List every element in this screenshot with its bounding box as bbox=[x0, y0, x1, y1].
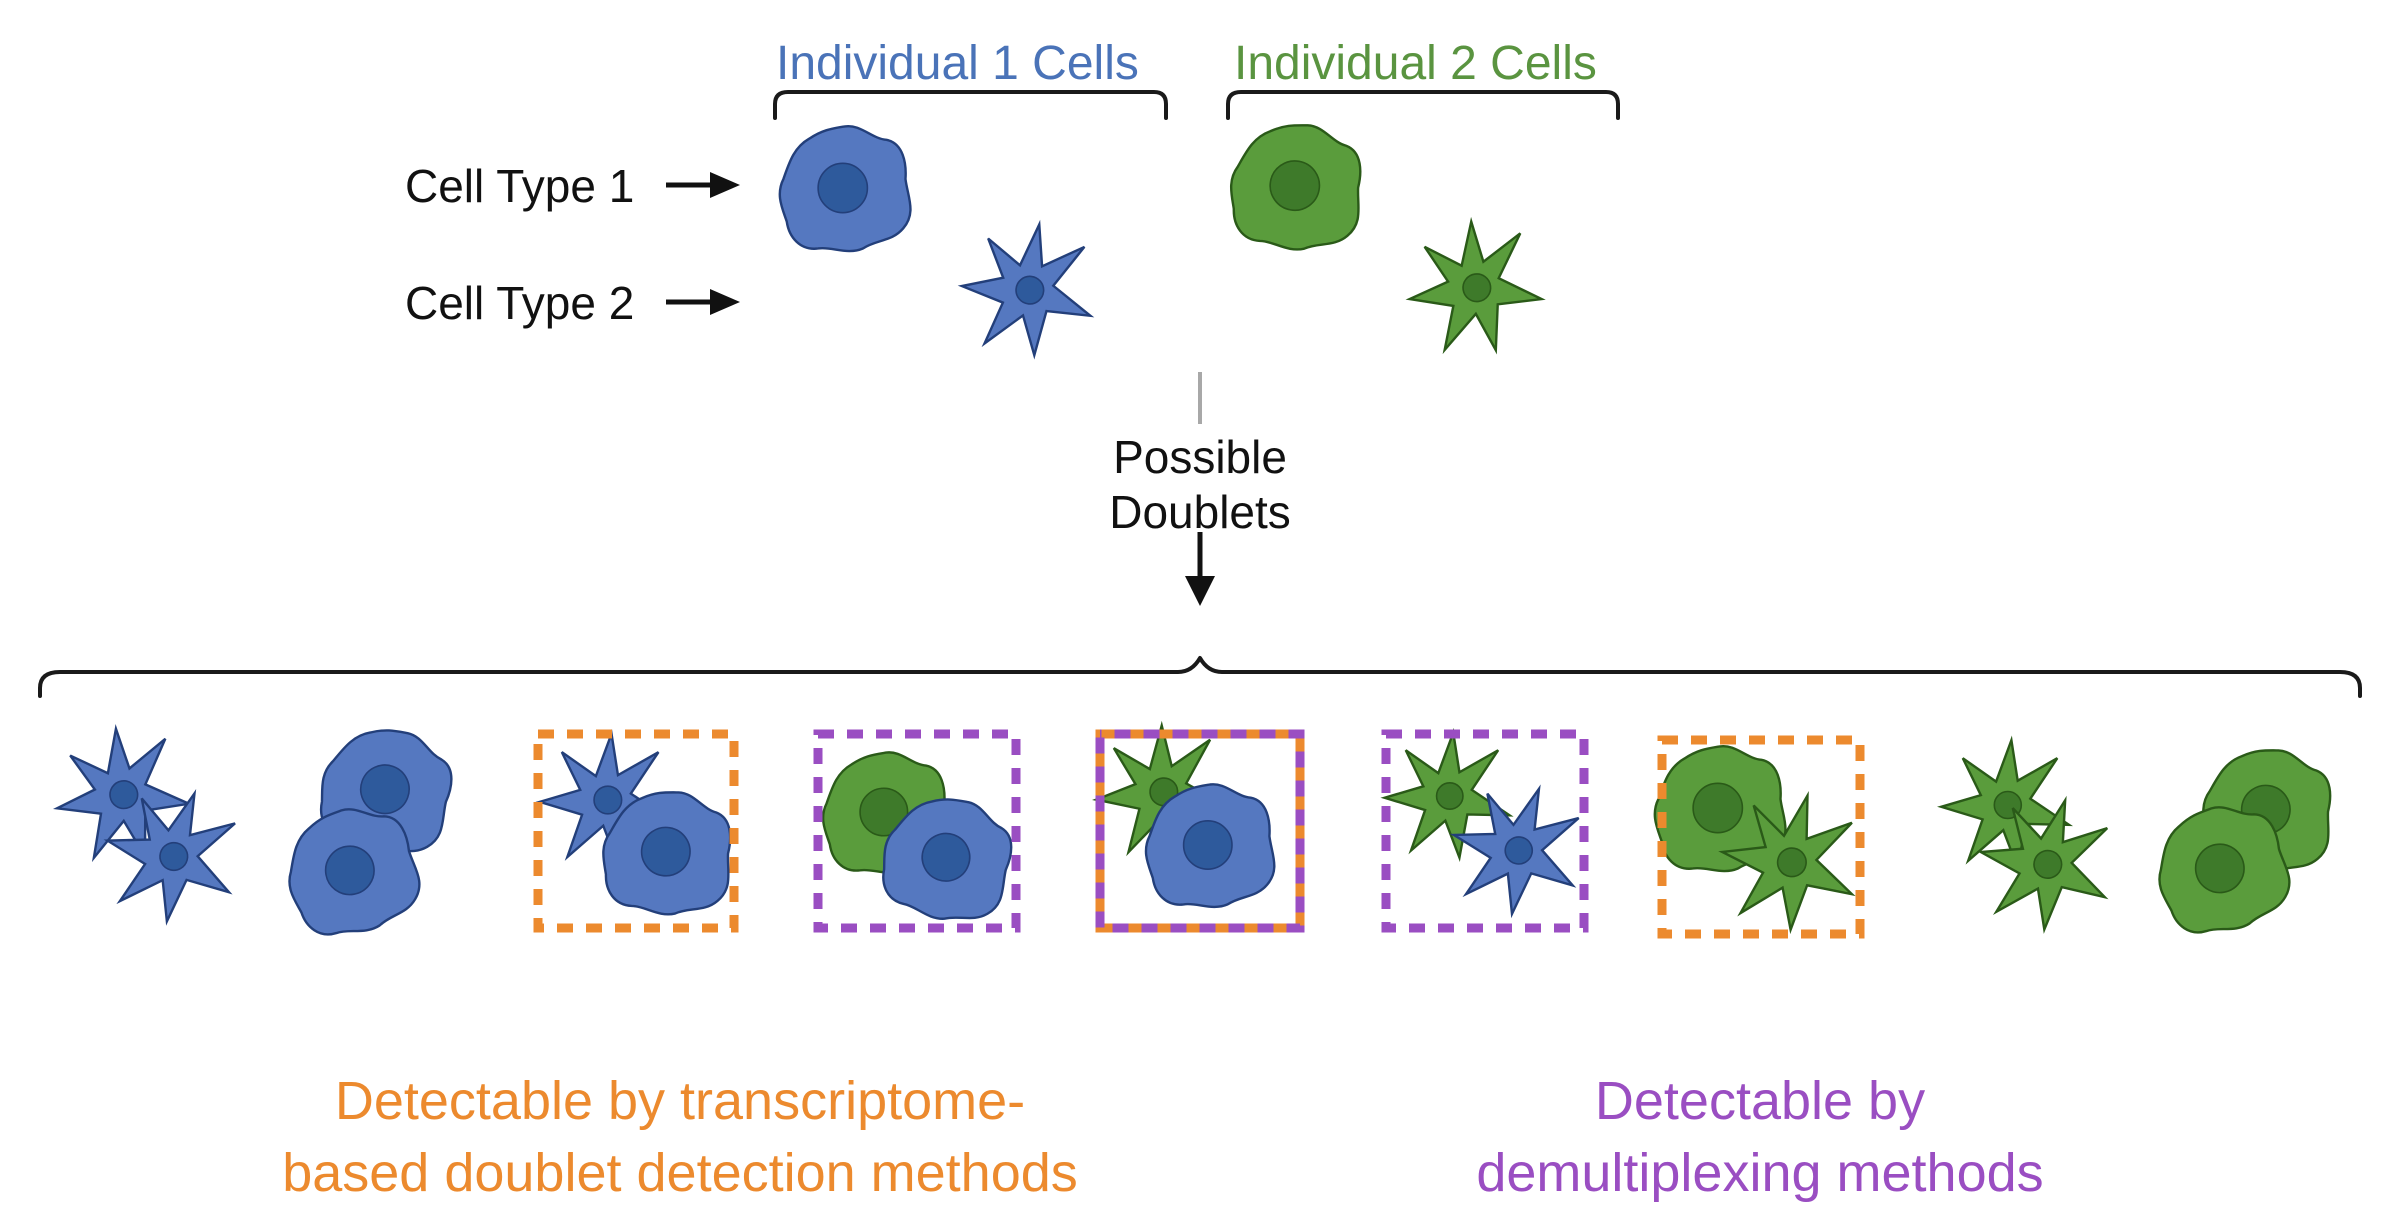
demultiplexing-caption: Detectable by demultiplexing methods bbox=[1360, 1066, 2160, 1210]
frames-layer bbox=[533, 729, 1865, 939]
possible-doublets-label: Possible Doublets bbox=[1050, 430, 1350, 540]
possible-doublets-line-2: Doublets bbox=[1109, 486, 1291, 539]
doublet-5-cell-2 bbox=[1144, 783, 1276, 909]
possible-doublets-arrow-head bbox=[1185, 576, 1215, 606]
doublet-4-demultiplexing-frame bbox=[813, 729, 1021, 933]
demultiplexing-caption-line-1: Detectable by bbox=[1594, 1071, 1926, 1131]
doublet-4-cell-2 bbox=[866, 779, 1029, 938]
doublet-9-cell-2 bbox=[2147, 795, 2298, 942]
doublets-curly-bracket bbox=[38, 656, 2362, 698]
doublet-7-cell-1 bbox=[1653, 744, 1787, 873]
transcriptome-caption-line-1: Detectable by transcriptome- bbox=[334, 1071, 1026, 1131]
individual-2-title: Individual 2 Cells bbox=[1234, 37, 1597, 90]
doublet-4-cell-1 bbox=[821, 751, 951, 874]
cell-type-2-arrow-head bbox=[710, 289, 740, 315]
demultiplexing-caption-line-2: demultiplexing methods bbox=[1476, 1142, 2044, 1203]
arrows-layer bbox=[666, 172, 1215, 606]
doublet-1-cell-1 bbox=[44, 717, 198, 872]
individual-1-title: Individual 1 Cells bbox=[776, 37, 1139, 90]
transcriptome-caption: Detectable by transcriptome- based doubl… bbox=[180, 1066, 1180, 1210]
individual-2-bracket bbox=[1226, 90, 1620, 120]
doublet-5-demultiplexing-frame bbox=[1095, 729, 1305, 933]
doublet-6-demultiplexing-frame bbox=[1381, 729, 1589, 933]
individual-2-cell-type-2 bbox=[1398, 212, 1549, 363]
cell-type-1-arrow-head bbox=[710, 172, 740, 198]
individual-1-cell-type-1 bbox=[778, 124, 912, 253]
doublet-2-cell-2 bbox=[277, 797, 428, 944]
doublet-6-cell-1 bbox=[1383, 731, 1511, 859]
doublet-1-cell-2 bbox=[90, 773, 253, 937]
doublet-3-cell-1 bbox=[538, 732, 672, 866]
doublet-7-cell-2 bbox=[1709, 781, 1869, 941]
cells-layer bbox=[44, 112, 2344, 944]
cell-type-1-label: Cell Type 1 bbox=[405, 160, 635, 212]
doublet-6-cell-2 bbox=[1436, 769, 1596, 929]
individual-1-cell-type-2 bbox=[955, 217, 1100, 361]
doublet-2-cell-1 bbox=[304, 709, 470, 872]
doublet-7-transcriptome-frame bbox=[1657, 735, 1865, 939]
doublet-3-cell-2 bbox=[592, 779, 744, 926]
possible-doublets-line-1: Possible bbox=[1113, 431, 1287, 483]
transcriptome-caption-line-2: based doublet detection methods bbox=[282, 1142, 1078, 1203]
doublet-8-cell-2 bbox=[1966, 784, 2124, 942]
doublet-3-transcriptome-frame bbox=[533, 729, 739, 933]
individual-1-bracket bbox=[773, 90, 1168, 120]
individual-2-cell-type-1 bbox=[1220, 112, 1374, 261]
lines-layer bbox=[38, 90, 2362, 698]
cell-type-2-label: Cell Type 2 bbox=[405, 277, 635, 329]
